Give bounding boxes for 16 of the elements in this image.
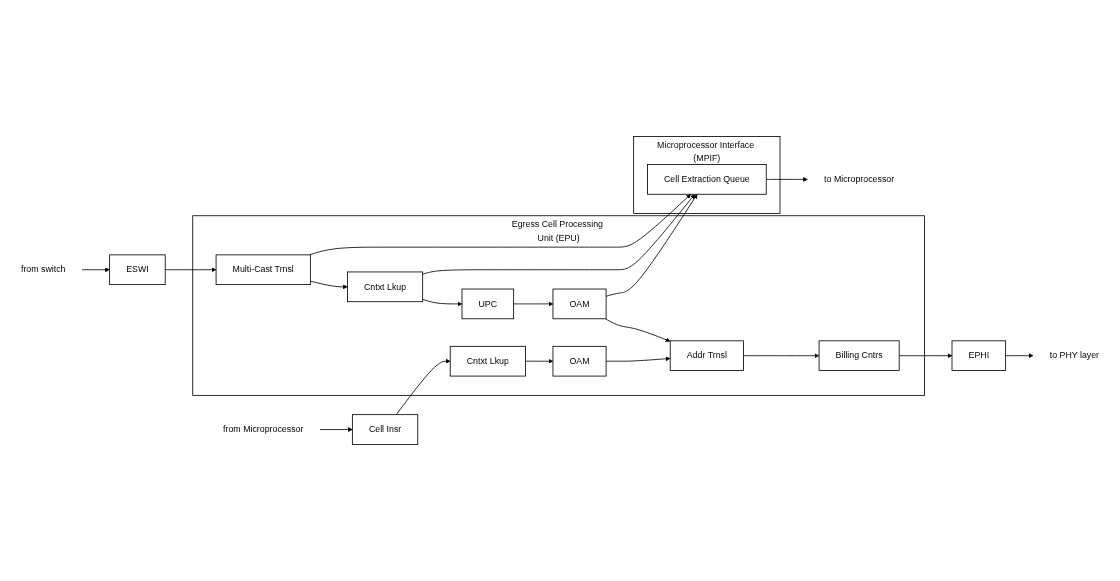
node-box: Billing Cntrs	[818, 340, 900, 372]
node-box: OAM	[552, 288, 607, 320]
node-text: to PHY layer	[1049, 350, 1100, 361]
node-text: from Microprocessor	[223, 424, 304, 435]
node-box: Multi-Cast Trnsl	[215, 254, 311, 286]
node-text: to Microprocessor	[824, 174, 895, 184]
node-box: OAM	[552, 346, 607, 377]
node-text: from switch	[20, 264, 66, 275]
node-box: ESWI	[109, 254, 166, 286]
node-box: Cntxt Lkup	[347, 271, 424, 303]
node-box: EPHI	[951, 340, 1007, 372]
node-box: Cell Extraction Queue	[647, 164, 767, 195]
node-box: Cntxt Lkup	[449, 346, 526, 377]
node-box: Cell Insr	[351, 414, 419, 445]
node-box: Addr Trnsl	[669, 340, 744, 372]
node-box: UPC	[461, 288, 515, 320]
